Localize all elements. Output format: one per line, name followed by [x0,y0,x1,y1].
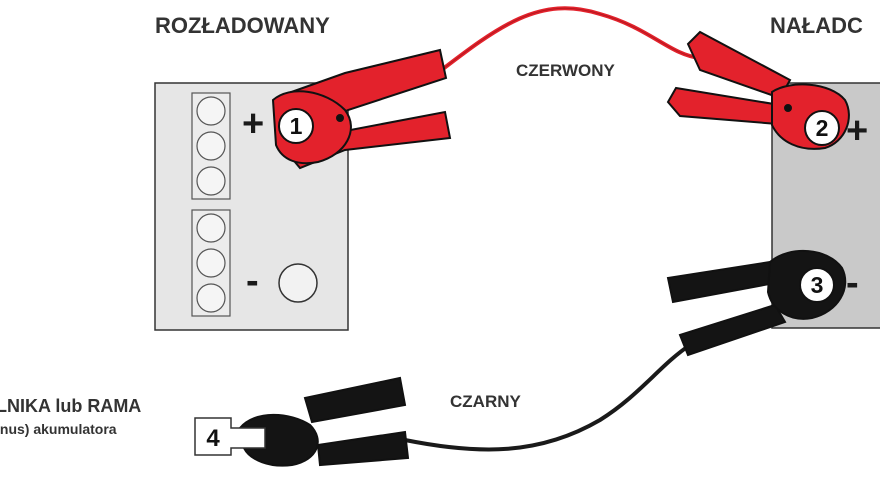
black-clamp-4 [238,376,410,467]
plus-sign-discharged: + [242,103,265,145]
step1-badge: 1 [290,113,303,139]
step1-badge-circle [278,108,314,144]
step3-badge: 3 [811,272,824,298]
step4-bracket [194,417,266,456]
plus-sign-charged: + [846,110,869,152]
battery-cells-bottom [191,209,231,317]
minus-sign-discharged: - [246,260,259,302]
red-cable-label: CZERWONY [516,61,615,80]
discharged-battery-title: ROZŁADOWANY [155,13,330,38]
ground-label-line1: LNIKA lub RAMA [0,396,142,416]
step2-badge-circle [804,110,840,146]
step4-badge: 4 [206,425,220,452]
step2-badge: 2 [816,115,829,141]
black-cable [404,343,692,452]
battery-cells-top [191,92,231,200]
ground-label-line2: inus) akumulatora [0,421,117,437]
minus-sign-charged: - [846,262,859,304]
charged-battery-title: NAŁADC [770,13,863,38]
negative-terminal-discharged [278,263,318,303]
black-cable-label: CZARNY [450,392,521,411]
black-clamp-3 [666,250,847,357]
step3-badge-circle [799,267,835,303]
